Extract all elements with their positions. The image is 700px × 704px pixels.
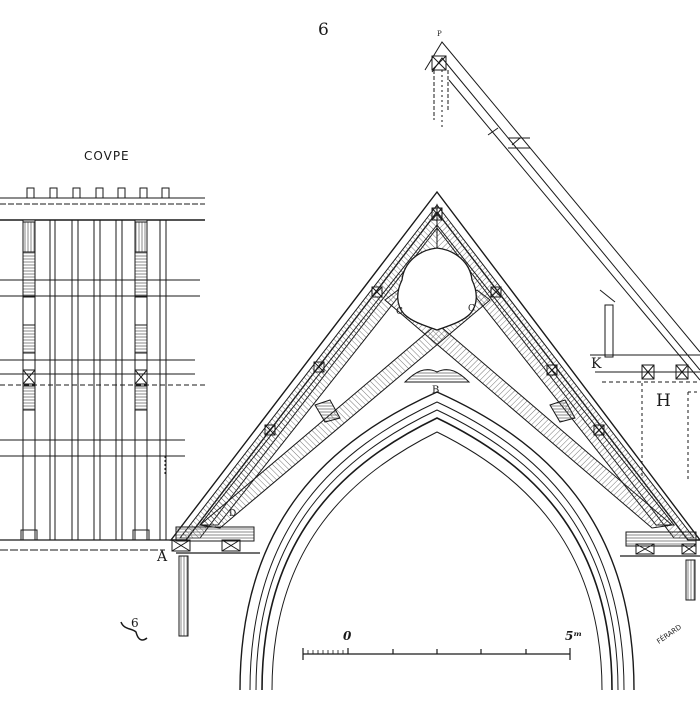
- section-coupe: [0, 188, 205, 550]
- post-right: [133, 220, 149, 540]
- strut-left: [315, 400, 340, 422]
- quatrefoil-opening: [398, 248, 477, 330]
- label-k: K: [591, 356, 602, 372]
- label-h: H: [656, 391, 671, 411]
- k-block-left: [642, 365, 654, 379]
- scale-end-label: 5ᵐ: [565, 629, 583, 643]
- figure-mark: 6: [131, 616, 139, 630]
- rafter-detail: [425, 42, 700, 480]
- strut-right: [550, 400, 575, 422]
- wall-post-right: [686, 560, 695, 600]
- collar-block-b: [405, 370, 469, 382]
- label-c-right: C: [468, 304, 475, 314]
- section-title: COVPE: [84, 149, 130, 163]
- scale-bar: [303, 648, 570, 660]
- sole-right: [620, 532, 700, 556]
- scroll-mark: [121, 622, 147, 640]
- scissor-brace-1: [385, 290, 672, 528]
- label-a: A: [157, 549, 168, 565]
- k-block-right: [676, 365, 688, 379]
- label-p: P: [437, 30, 442, 38]
- purlin-caps: [27, 188, 169, 198]
- sole-left: [172, 527, 260, 553]
- label-b: B: [432, 385, 440, 396]
- pointed-arch: [240, 392, 634, 690]
- scale-start-label: 0: [343, 629, 352, 643]
- wall-post-left: [179, 556, 188, 636]
- rafters-vertical: [50, 220, 166, 540]
- post-left: [21, 220, 37, 540]
- label-c-left: C: [396, 307, 403, 317]
- label-d: D: [229, 509, 237, 519]
- figure-number: 6: [318, 20, 329, 40]
- truss-main: [171, 192, 700, 636]
- scissor-brace-2: [200, 290, 490, 528]
- joint-blocks: [265, 208, 604, 435]
